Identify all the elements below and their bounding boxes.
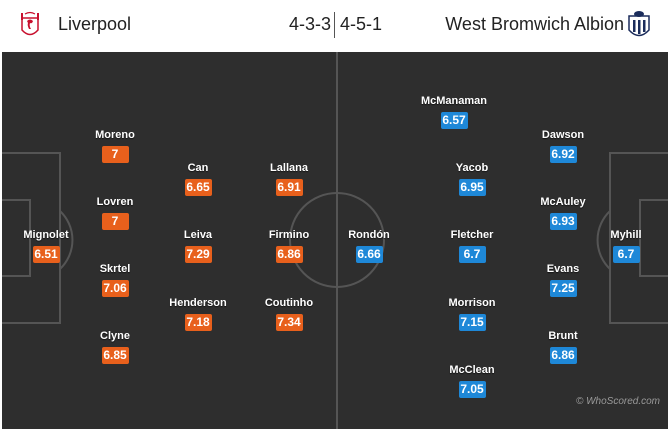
player-name: Lovren: [96, 196, 134, 208]
player-card[interactable]: Clyne 6.85: [75, 330, 155, 364]
pitch-lines: [2, 52, 668, 429]
player-rating: 7.06: [101, 280, 129, 297]
player-rating: 7: [101, 213, 129, 230]
player-name: Can: [187, 162, 209, 174]
player-rating: 6.85: [101, 347, 129, 364]
player-name: Myhill: [610, 229, 642, 241]
west-brom-crest-icon: [628, 11, 650, 37]
player-card[interactable]: Henderson 7.18: [158, 297, 238, 331]
player-name: Henderson: [169, 297, 227, 309]
watermark: © WhoScored.com: [575, 396, 660, 407]
player-card[interactable]: Rondón 6.66: [329, 229, 409, 263]
player-rating: 6.51: [32, 246, 60, 263]
player-card[interactable]: McAuley 6.93: [523, 196, 603, 230]
player-name: Moreno: [95, 129, 135, 141]
player-rating: 7.18: [184, 314, 212, 331]
home-formation: 4-3-3: [288, 14, 331, 34]
player-rating: 6.7: [612, 246, 640, 263]
home-six-yard-box: [2, 199, 31, 277]
player-name: McManaman: [420, 95, 488, 107]
player-rating: 7.25: [549, 280, 577, 297]
player-rating: 6.86: [275, 246, 303, 263]
player-rating: 7: [101, 146, 129, 163]
player-card[interactable]: McManaman 6.57: [414, 95, 494, 129]
player-name: Mignolet: [23, 229, 69, 241]
away-team-name[interactable]: West Bromwich Albion: [445, 14, 624, 34]
liverpool-crest-icon: [21, 11, 39, 36]
player-rating: 7.15: [458, 314, 486, 331]
center-circle: [289, 192, 385, 288]
player-rating: 7.29: [184, 246, 212, 263]
player-card[interactable]: McClean 7.05: [432, 364, 512, 398]
home-team-name[interactable]: Liverpool: [58, 14, 132, 34]
player-rating: 7.05: [458, 381, 486, 398]
player-name: McClean: [449, 364, 495, 376]
player-rating: 6.86: [549, 347, 577, 364]
away-penalty-arc: [596, 210, 611, 270]
player-card[interactable]: Brunt 6.86: [523, 330, 603, 364]
player-name: Yacob: [455, 162, 489, 174]
away-penalty-box: [609, 152, 668, 324]
player-name: Lallana: [270, 162, 308, 174]
player-name: Skrtel: [99, 263, 131, 275]
player-rating: 6.57: [440, 112, 468, 129]
player-card[interactable]: Myhill 6.7: [586, 229, 666, 263]
player-name: Dawson: [541, 129, 585, 141]
player-name: Clyne: [100, 330, 130, 342]
player-card[interactable]: Dawson 6.92: [523, 129, 603, 163]
player-card[interactable]: Firmino 6.86: [249, 229, 329, 263]
player-rating: 6.7: [458, 246, 486, 263]
player-name: McAuley: [540, 196, 586, 208]
player-name: Evans: [546, 263, 580, 275]
match-header: Liverpool 4-3-3 4-5-1 West Bromwich Albi…: [0, 0, 668, 52]
player-card[interactable]: Yacob 6.95: [432, 162, 512, 196]
player-rating: 6.92: [549, 146, 577, 163]
player-name: Firmino: [268, 229, 310, 241]
player-name: Rondón: [348, 229, 390, 241]
player-card[interactable]: Evans 7.25: [523, 263, 603, 297]
pitch: Moreno 7 Lovren 7 Mignolet 6.51 Skrtel 7…: [2, 52, 668, 429]
player-card[interactable]: Morrison 7.15: [432, 297, 512, 331]
player-card[interactable]: Lovren 7: [75, 196, 155, 230]
home-penalty-arc: [59, 210, 74, 270]
player-card[interactable]: Lallana 6.91: [249, 162, 329, 196]
player-card[interactable]: Fletcher 6.7: [432, 229, 512, 263]
player-name: Coutinho: [264, 297, 314, 309]
formation-divider: [334, 12, 335, 38]
player-name: Morrison: [448, 297, 496, 309]
player-rating: 6.91: [275, 179, 303, 196]
away-six-yard-box: [639, 199, 668, 277]
player-card[interactable]: Coutinho 7.34: [249, 297, 329, 331]
player-rating: 6.93: [549, 213, 577, 230]
player-name: Leiva: [183, 229, 213, 241]
player-card[interactable]: Leiva 7.29: [158, 229, 238, 263]
player-rating: 7.34: [275, 314, 303, 331]
player-card[interactable]: Can 6.65: [158, 162, 238, 196]
player-name: Brunt: [548, 330, 578, 342]
player-rating: 6.65: [184, 179, 212, 196]
player-name: Fletcher: [450, 229, 494, 241]
away-formation: 4-5-1: [340, 14, 383, 34]
player-rating: 6.66: [355, 246, 383, 263]
player-card[interactable]: Mignolet 6.51: [6, 229, 86, 263]
home-penalty-box: [2, 152, 61, 324]
player-card[interactable]: Skrtel 7.06: [75, 263, 155, 297]
player-card[interactable]: Moreno 7: [75, 129, 155, 163]
player-rating: 6.95: [458, 179, 486, 196]
